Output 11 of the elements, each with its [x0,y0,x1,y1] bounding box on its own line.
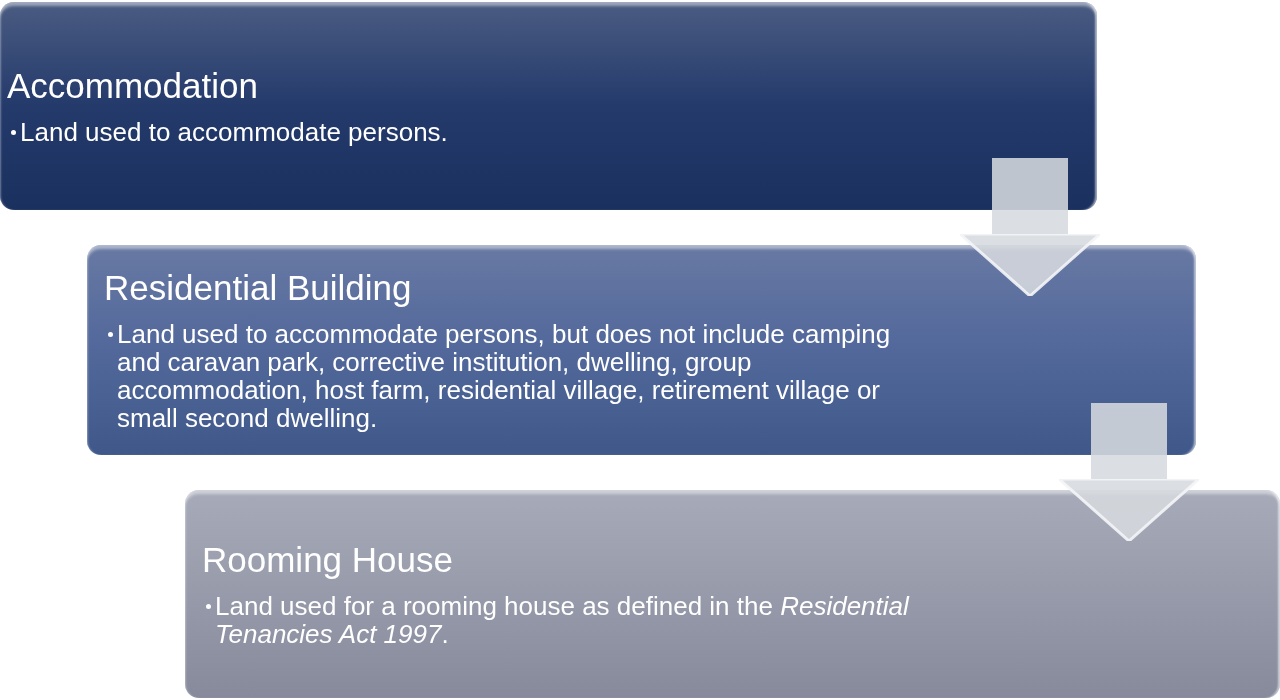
bullet-text: Land used for a rooming house as defined in the Residential Tenancies Act 1997. [215,592,911,648]
block-arrow [1057,403,1201,543]
box-heading: Rooming House [202,540,454,580]
step-box [87,245,1196,455]
step-box [185,490,1280,698]
box-heading: Accommodation [7,66,259,106]
box-heading: Residential Building [104,268,413,308]
bullet-text: Land used to accommodate persons, but does not include camping and caravan park, corrective institution, dwelling, group accommodation, host farm, residential village, retirement village or small second dwelling. [117,320,892,432]
step-box [0,2,1097,210]
block-arrow [958,158,1102,298]
bullet-text: Land used to accommodate persons. [20,118,449,146]
